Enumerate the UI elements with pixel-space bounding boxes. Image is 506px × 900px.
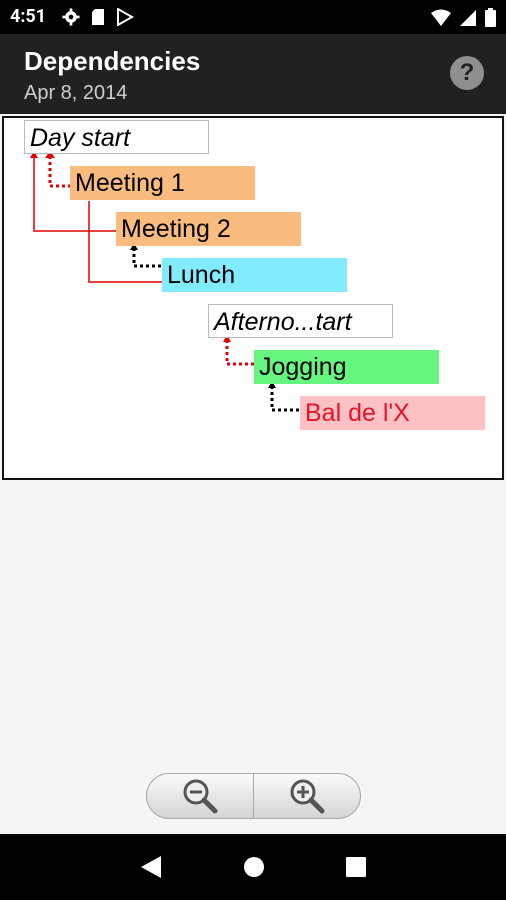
dependency-line (225, 340, 254, 366)
wifi-icon (431, 9, 451, 26)
help-button[interactable]: ? (450, 56, 484, 90)
dependency-line (48, 156, 70, 188)
task-label: Meeting 2 (121, 215, 231, 243)
play-store-icon (117, 8, 134, 26)
back-icon[interactable] (139, 854, 163, 880)
task-label: Bal de l'X (305, 399, 410, 427)
task-label: Lunch (167, 261, 236, 289)
app-bar: Dependencies Apr 8, 2014 ? (0, 34, 506, 114)
system-nav-bar (0, 834, 506, 900)
task-jogging[interactable]: Jogging (254, 350, 439, 384)
task-lunch[interactable]: Lunch (162, 258, 347, 292)
signal-icon (460, 9, 476, 26)
milestone-afternoon-start[interactable]: Afterno...tart (208, 304, 393, 338)
dependency-line (270, 386, 300, 412)
task-meeting-1[interactable]: Meeting 1 (70, 166, 255, 200)
milestone-day-start[interactable]: Day start (24, 120, 209, 154)
arrow-head (130, 243, 138, 250)
dependency-line (88, 201, 162, 283)
arrow-head (45, 151, 55, 158)
dependency-chart[interactable]: Day start Meeting 1 Meeting 2 Lunch Afte… (2, 116, 504, 480)
arrow-head (30, 151, 38, 158)
dependency-line (132, 248, 162, 268)
task-label: Afterno...tart (214, 308, 352, 336)
zoom-in-button[interactable] (254, 774, 360, 818)
arrow-head (268, 381, 276, 388)
task-label: Day start (30, 124, 131, 152)
home-icon[interactable] (242, 855, 266, 879)
zoom-out-button[interactable] (147, 774, 253, 818)
zoom-divider (253, 774, 254, 818)
arrow-head (223, 335, 231, 342)
gear-icon (62, 8, 80, 26)
zoom-out-icon (183, 779, 218, 814)
recents-icon[interactable] (345, 856, 367, 878)
task-label: Meeting 1 (75, 169, 185, 197)
battery-icon (485, 8, 496, 27)
task-meeting-2[interactable]: Meeting 2 (116, 212, 301, 246)
dependency-lines (30, 151, 300, 412)
page-subtitle-date: Apr 8, 2014 (24, 82, 128, 104)
task-label: Jogging (259, 353, 347, 381)
zoom-controls (146, 773, 361, 819)
page-title: Dependencies (24, 46, 201, 76)
status-time: 4:51 (10, 6, 47, 27)
zoom-in-icon (290, 779, 325, 814)
status-bar: 4:51 (0, 0, 506, 34)
sd-card-icon (92, 9, 104, 25)
task-bal-de-lx[interactable]: Bal de l'X (300, 396, 485, 430)
